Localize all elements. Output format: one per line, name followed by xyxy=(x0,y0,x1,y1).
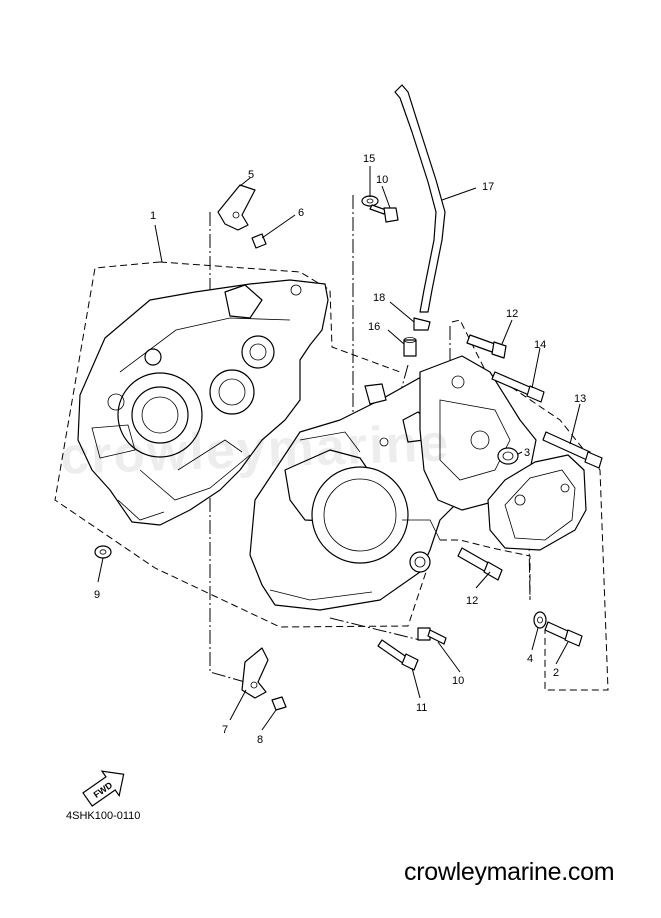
callout-14: 14 xyxy=(534,339,546,351)
callout-10-bottom: 10 xyxy=(452,675,464,687)
callout-3: 3 xyxy=(524,447,530,459)
website-label[interactable]: crowleymarine.com xyxy=(404,858,615,886)
hose-part-17 xyxy=(394,84,446,313)
clamp-part-5 xyxy=(217,184,256,231)
screw-part-8 xyxy=(271,696,287,711)
bolt-part-12-top xyxy=(466,334,507,359)
leader-10 xyxy=(329,617,421,641)
assembly-outline-top xyxy=(159,261,401,373)
crankcase-left xyxy=(77,279,329,526)
callout-12-bottom: 12 xyxy=(466,595,478,607)
dowel-pin-part-3 xyxy=(497,447,519,465)
callout-2: 2 xyxy=(553,667,559,679)
callout-8: 8 xyxy=(257,734,263,746)
leader-5-6 xyxy=(209,212,246,683)
bolt-part-11 xyxy=(377,639,419,671)
callout-16: 16 xyxy=(368,321,380,333)
callout-13: 13 xyxy=(574,393,586,405)
diagram-code: 4SHK100-0110 xyxy=(66,810,141,822)
washer-part-4 xyxy=(533,611,547,629)
callout-1: 1 xyxy=(150,210,156,222)
callout-6: 6 xyxy=(298,207,304,219)
callout-leaders xyxy=(97,166,581,731)
forward-arrow-icon: FWD xyxy=(82,770,125,807)
callout-15: 15 xyxy=(363,153,375,165)
side-cover xyxy=(487,454,587,551)
bolt-part-13 xyxy=(542,431,603,469)
callout-9: 9 xyxy=(94,589,100,601)
clip-part-18 xyxy=(413,317,431,331)
assembly-outline-bolt12 xyxy=(440,539,531,600)
bolt-part-10-top xyxy=(369,204,399,223)
bolt-part-14 xyxy=(491,371,545,403)
callout-7: 7 xyxy=(222,724,228,736)
callout-5: 5 xyxy=(248,169,254,181)
callout-12-top: 12 xyxy=(506,308,518,320)
clamp-part-7 xyxy=(241,647,269,699)
dowel-part-9 xyxy=(94,545,112,559)
callout-17: 17 xyxy=(482,181,494,193)
fitting-part-16 xyxy=(403,337,417,357)
bolt-part-10-bottom xyxy=(417,627,447,645)
bolt-part-12-bottom xyxy=(457,547,503,581)
callout-18: 18 xyxy=(373,292,385,304)
bolt-part-2 xyxy=(544,621,583,647)
assembly-outline-left xyxy=(54,261,431,628)
callout-4: 4 xyxy=(527,653,533,665)
callout-11: 11 xyxy=(416,702,427,714)
washer-part-15 xyxy=(361,195,379,207)
callout-10-top: 10 xyxy=(376,174,388,186)
